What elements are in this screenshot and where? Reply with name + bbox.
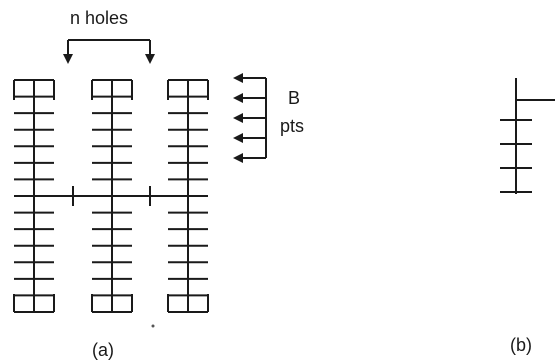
speck-dot <box>151 324 155 328</box>
pts-label: pts <box>280 116 305 136</box>
panel-b-caption: (b) <box>510 335 532 355</box>
panel-a-ladders <box>13 79 209 313</box>
panel-b-ladder <box>500 78 555 194</box>
panel-a-caption: (a) <box>92 340 114 360</box>
n-holes-bracket <box>63 39 155 64</box>
b-points-bracket <box>233 73 267 163</box>
b-label: B <box>288 88 301 108</box>
n-holes-label: n holes <box>70 8 129 28</box>
